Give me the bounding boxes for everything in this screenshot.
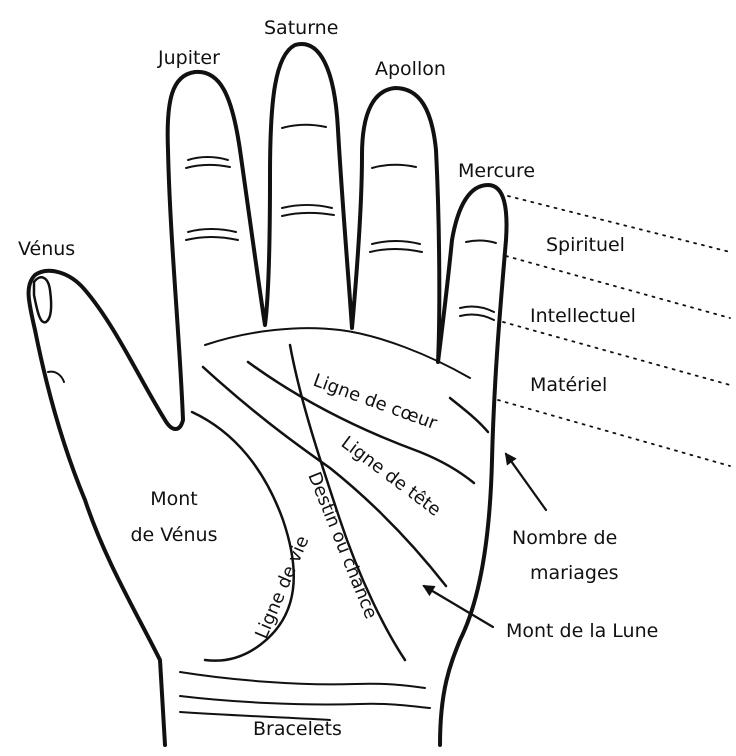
moon-mount-arrow (422, 584, 495, 629)
marriages-arrow (504, 452, 548, 512)
label-spirituel: Spirituel (546, 234, 625, 256)
label-saturne: Saturne (264, 17, 338, 39)
heart-line-branch (448, 396, 490, 434)
label-heart-line: Ligne de cœur (310, 370, 440, 434)
label-mont-venus-1: Mont (150, 488, 198, 510)
label-head-line: Ligne de tête (337, 432, 445, 520)
label-materiel: Matériel (530, 374, 607, 396)
bracelet-lines (179, 671, 431, 721)
label-marriages-1: Nombre de (512, 527, 617, 549)
label-apollon: Apollon (375, 58, 446, 80)
heart-line (246, 360, 476, 485)
label-mont-lune: Mont de la Lune (506, 620, 658, 642)
label-jupiter: Jupiter (157, 47, 220, 69)
life-line (190, 410, 296, 662)
label-bracelets: Bracelets (253, 718, 342, 740)
label-fate-line: Destin ou chance (303, 469, 381, 622)
head-line (201, 365, 448, 588)
fate-line (288, 343, 407, 662)
hand-outline (26, 42, 509, 747)
label-mercure: Mercure (458, 160, 535, 182)
label-mont-venus-2: de Vénus (131, 524, 218, 546)
label-intellectuel: Intellectuel (530, 305, 636, 327)
label-life-line: Ligne de vie (251, 533, 313, 642)
phalanx-dotted-lines (497, 195, 731, 467)
thumb-knuckle (47, 370, 65, 383)
finger-base-crease (204, 327, 471, 379)
thumbnail (32, 276, 53, 324)
label-marriages-2: mariages (530, 562, 619, 584)
finger-creases (185, 123, 497, 321)
label-venus-finger: Vénus (18, 238, 75, 260)
